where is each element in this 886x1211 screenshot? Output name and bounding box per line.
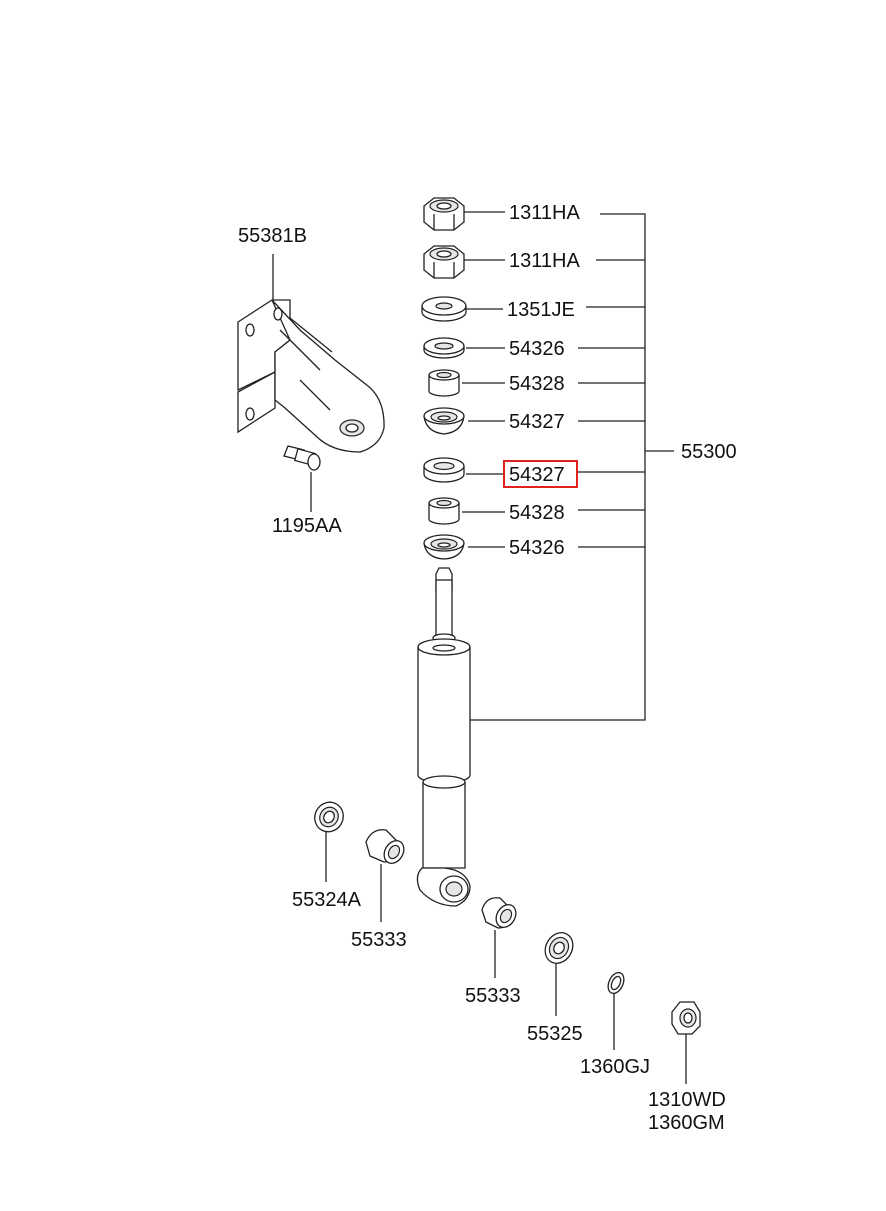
washer-1360gj-icon bbox=[607, 971, 625, 1050]
washer-54326-top-icon bbox=[423, 337, 465, 359]
label-cup-54327-top[interactable]: 54327 bbox=[509, 411, 565, 433]
label-bush-55333-right[interactable]: 55333 bbox=[465, 985, 521, 1007]
label-nut-2[interactable]: 1311HA bbox=[509, 250, 580, 272]
label-bush-55333-left[interactable]: 55333 bbox=[351, 929, 407, 951]
label-cup-54327-highlight[interactable]: 54327 bbox=[509, 464, 565, 486]
washer-1351je-icon bbox=[421, 296, 467, 322]
label-bolt[interactable]: 1195AA bbox=[272, 515, 342, 537]
assembly-bracket-lines bbox=[470, 213, 674, 721]
label-bush-54328-bottom[interactable]: 54328 bbox=[509, 502, 565, 524]
label-washer-54326-top[interactable]: 54326 bbox=[509, 338, 565, 360]
label-washer-54326-bottom[interactable]: 54326 bbox=[509, 537, 565, 559]
label-nut-1310wd[interactable]: 1310WD bbox=[648, 1089, 726, 1111]
bolt-1195aa-icon bbox=[283, 445, 321, 512]
label-nut-1360gm[interactable]: 1360GM bbox=[648, 1112, 725, 1134]
label-bush-55325[interactable]: 55325 bbox=[527, 1023, 583, 1045]
label-washer-top[interactable]: 1351JE bbox=[507, 299, 575, 321]
bush-55333-left-icon bbox=[365, 829, 405, 922]
stack-leader-lines bbox=[462, 211, 505, 548]
nut-1310wd-icon bbox=[671, 1001, 701, 1084]
label-nut-1[interactable]: 1311HA bbox=[509, 202, 580, 224]
highlight-box bbox=[503, 460, 578, 488]
label-assembly[interactable]: 55300 bbox=[681, 441, 737, 463]
label-bracket[interactable]: 55381B bbox=[238, 225, 307, 247]
bush-55325-icon bbox=[544, 932, 574, 1016]
nut-1311ha-top-icon bbox=[423, 197, 465, 231]
washer-54326-bottom-icon bbox=[423, 534, 465, 560]
bracket-55381b-icon bbox=[237, 254, 385, 453]
bush-54328-top-icon bbox=[428, 369, 460, 397]
cup-54327-highlight-icon bbox=[423, 457, 465, 483]
bush-55324a-icon bbox=[314, 801, 344, 882]
bush-55333-right-icon bbox=[481, 897, 517, 978]
nut-1311ha-second-icon bbox=[423, 245, 465, 279]
part-labels: 1311HA 1311HA 1351JE 54326 54328 54327 5… bbox=[238, 202, 737, 1134]
label-bush-55324a[interactable]: 55324A bbox=[292, 889, 362, 911]
cup-54327-top-icon bbox=[423, 407, 465, 435]
bush-54328-bottom-icon bbox=[428, 497, 460, 525]
label-washer-1360gj[interactable]: 1360GJ bbox=[580, 1056, 650, 1078]
label-bush-54328-top[interactable]: 54328 bbox=[509, 373, 565, 395]
shock-absorber-icon bbox=[416, 567, 471, 907]
